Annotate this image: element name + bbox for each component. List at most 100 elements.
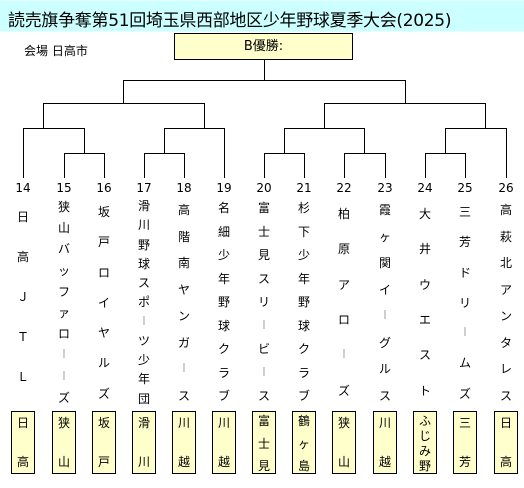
team-name: 坂戸ロイヤルズ <box>93 197 115 409</box>
team-name-char: ス <box>378 388 391 403</box>
team-city-box: 狭山 <box>52 411 76 474</box>
team-name-char: ラ <box>297 365 310 380</box>
city-char: ヶ <box>297 436 310 451</box>
city-char: 見 <box>257 459 270 473</box>
team-name-char: ガ <box>177 335 190 350</box>
team-name-char: 原 <box>337 242 350 257</box>
team-entry: 26 高萩北アンタレス <box>495 182 517 409</box>
team-name-char: ク <box>297 342 310 357</box>
team-name-char: ヶ <box>378 229 391 244</box>
team-name-char: イ <box>97 295 110 310</box>
team-name-char: バ <box>57 242 70 257</box>
team-name-char: ｜ <box>139 316 149 327</box>
team-name: 三芳ドリ｜ムズ <box>454 197 476 409</box>
winner-box: B優勝: <box>174 33 353 60</box>
team-name-char: ッ <box>57 263 70 278</box>
page-title: 読売旗争奪第51回埼玉県西部地区少年野球夏季大会(2025) <box>8 11 452 31</box>
city-char: 狭 <box>57 416 70 430</box>
team-name-char: 萩 <box>499 229 512 244</box>
team-name-char: ｜ <box>59 350 69 361</box>
team-name-char: ヤ <box>97 326 110 341</box>
team-number: 15 <box>56 181 72 195</box>
team-name-char: ブ <box>297 389 310 404</box>
team-name-char: ビ <box>257 342 270 357</box>
team-name-char: ス <box>499 388 512 403</box>
team-number: 26 <box>498 181 514 195</box>
team-city-box: 日高 <box>11 411 35 474</box>
city-char: 山 <box>57 455 70 469</box>
team-name-char: ｜ <box>59 371 69 382</box>
team-name-char: ス <box>137 276 150 291</box>
team-name: 狭山バッファロ｜｜ズ <box>53 197 75 409</box>
team-name-char: ロ <box>337 312 350 327</box>
team-number: 19 <box>216 181 232 195</box>
title-bar: 読売旗争奪第51回埼玉県西部地区少年野球夏季大会(2025) <box>0 0 524 32</box>
team-name-char: 柏 <box>337 207 350 221</box>
team-name-char: ズ <box>57 390 70 405</box>
team-name: 滑川野球スポ｜ツ少年団 <box>133 197 155 409</box>
team-name-char: 年 <box>297 271 310 286</box>
team-name-char: 高 <box>499 203 512 217</box>
team-name-char: 年 <box>137 372 150 387</box>
team-name-char: ロ <box>97 265 110 280</box>
team-name: 大井ウエスト <box>414 197 436 409</box>
team-name-char: ス <box>418 348 431 363</box>
team-name-char: ｜ <box>380 311 390 321</box>
team-name-char: 野 <box>217 295 230 310</box>
team-name-char: ス <box>177 388 190 403</box>
city-char: 越 <box>177 455 190 469</box>
team-city-box: ふじみ野 <box>413 411 437 474</box>
team-city-box: 滑川 <box>132 411 156 474</box>
city-char: 三 <box>458 416 471 430</box>
team-name-char: ラ <box>217 365 230 380</box>
team-number: 23 <box>377 181 393 195</box>
team-name-char: ｜ <box>259 367 269 378</box>
team-name-char: ス <box>257 271 270 286</box>
team-name-char: Ｌ <box>16 370 29 384</box>
team-name-char: ル <box>97 356 110 371</box>
team-city-box: 坂戸 <box>92 411 116 474</box>
team-name-char: ｜ <box>179 364 189 374</box>
team-name-char: 年 <box>217 271 230 286</box>
team-name-char: 少 <box>217 248 230 263</box>
team-name-char: 細 <box>217 224 230 239</box>
city-char: 川 <box>378 416 391 430</box>
team-name-char: ク <box>217 342 230 357</box>
team-number: 24 <box>417 181 433 195</box>
team-name-char: 日 <box>16 210 29 224</box>
team-number: 16 <box>96 181 112 195</box>
city-char: 富 <box>257 414 270 428</box>
team-name-char: ル <box>378 362 391 376</box>
team-name-char: 球 <box>297 318 310 333</box>
team-name-char: ズ <box>458 386 471 401</box>
team-name: 高階南ヤンガ｜ス <box>173 197 195 409</box>
team-number: 25 <box>457 181 473 195</box>
team-name-char: 高 <box>16 250 29 264</box>
team-name-char: ズ <box>337 383 350 398</box>
city-char: 越 <box>217 455 230 469</box>
team-city-box: 日高 <box>494 411 518 474</box>
team-city-box: 三芳 <box>453 411 477 474</box>
team-city-box: 川越 <box>373 411 397 474</box>
team-name-char: 霞 <box>378 203 391 217</box>
team-number: 20 <box>256 181 272 195</box>
team-number: 14 <box>15 181 31 195</box>
team-name-char: 富 <box>257 201 270 215</box>
city-char: 鶴 <box>297 414 310 428</box>
team-name-char: 下 <box>297 224 310 239</box>
team-name-char: タ <box>499 335 512 350</box>
team-city-box: 川越 <box>212 411 236 474</box>
team-name-char: 南 <box>177 256 190 270</box>
team-number: 17 <box>136 181 152 195</box>
team-name-char: ブ <box>217 389 230 404</box>
team-name-char: 北 <box>499 256 512 270</box>
team-name-char: 見 <box>257 248 270 263</box>
team-name-char: 野 <box>137 237 150 252</box>
team-name-char: ウ <box>418 277 431 292</box>
city-char: 滑 <box>137 416 150 430</box>
team-name: 高萩北アンタレス <box>495 197 517 409</box>
team-name-char: ド <box>458 265 471 280</box>
